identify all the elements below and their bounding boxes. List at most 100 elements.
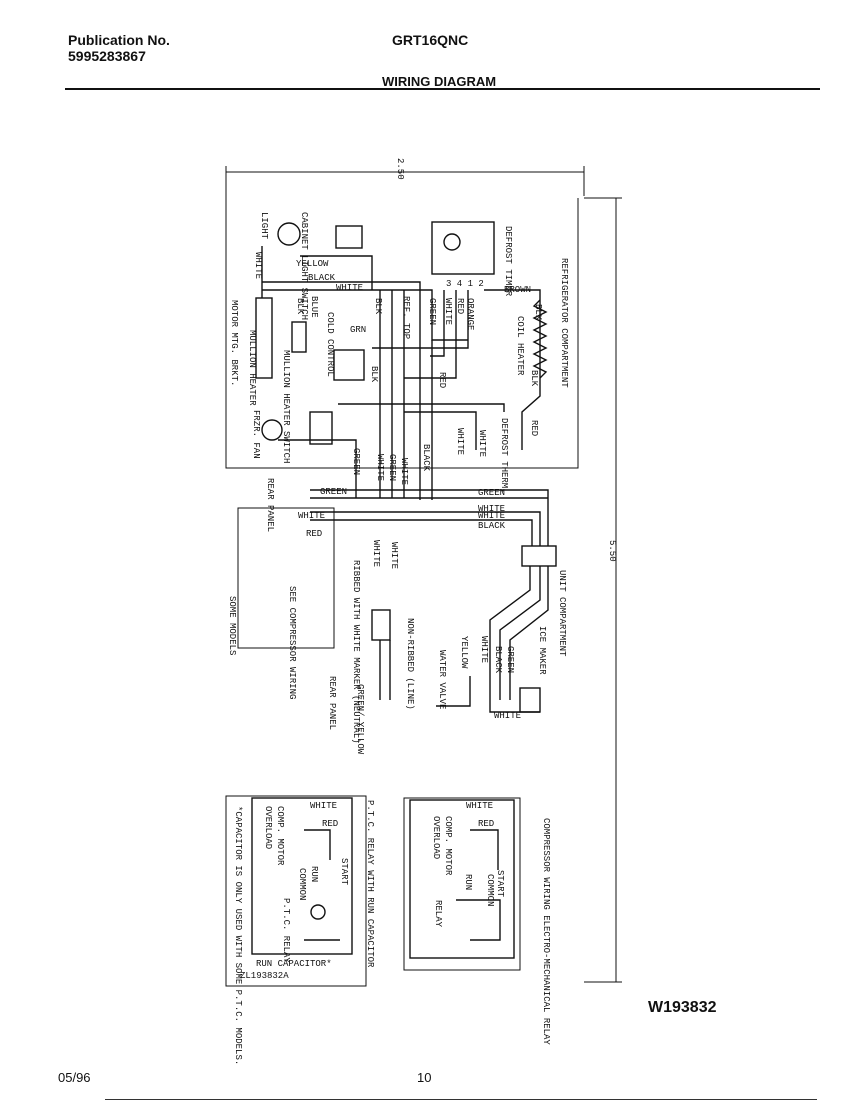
wire-label-yellow-valve: YELLOW: [459, 636, 469, 669]
freezer-fan-icon: [261, 419, 283, 441]
mullion-heater-label: MULLION HEATER: [247, 330, 257, 406]
ribbed-label: RIBBED WITH WHITE MARKER (NEUTRAL): [351, 560, 361, 744]
em-outer-box: [403, 797, 521, 971]
em-title: COMPRESSOR WIRING ELECTRO-MECHANICAL REL…: [541, 818, 551, 1045]
wire-label-red-timer: RED: [455, 298, 465, 314]
wire-label-white-fan-2: WHITE: [399, 458, 409, 485]
ptc-common-label: COMMON: [297, 868, 307, 900]
water-valve-label: WATER VALVE: [437, 650, 447, 709]
wire-label-white-comp: WHITE: [298, 511, 325, 521]
unit-compartment-label: UNIT COMPARTMENT: [557, 570, 567, 657]
cold-control-icon: [333, 349, 365, 381]
drawing-id: W193832: [648, 999, 717, 1016]
wire-label-white-right: WHITE: [477, 430, 487, 457]
ptc-start-label: START: [339, 858, 349, 886]
wire-label-green-fan: GREEN: [351, 448, 361, 475]
mullion-heater-switch-label: MULLION HEATER SWITCH: [281, 350, 291, 463]
wire-label-white-timer: WHITE: [443, 298, 453, 325]
ptc-wire-red: RED: [322, 819, 338, 829]
mullion-heater-switch-icon: [291, 321, 307, 353]
wire-label-blue: BLUE: [309, 296, 319, 318]
em-relay-box: [409, 799, 515, 959]
rear-panel-lower-label: REAR PANEL: [327, 676, 337, 730]
wire-label-red-therm: RED: [529, 420, 539, 436]
motor-mtg-brkt-label: MOTOR MTG. BRKT.: [229, 300, 239, 386]
em-wire-white: WHITE: [466, 801, 493, 811]
green-yellow-label: GREEN/ YELLOW: [355, 684, 365, 755]
wire-label-grn: GRN: [350, 325, 366, 335]
ptc-note: *CAPACITOR IS ONLY USED WITH SOME P.T.C.…: [233, 806, 243, 1065]
publication-number: 5995283867: [68, 48, 146, 64]
frzr-fan-label: FRZR. FAN: [251, 410, 261, 459]
wire-label-white-light: WHITE: [253, 252, 263, 279]
ref-top-label: REF. TOP: [401, 296, 411, 339]
light-bulb-icon: [277, 222, 301, 246]
model-number: GRT16QNC: [392, 32, 469, 48]
wire-label-orange: ORANGE: [465, 298, 475, 330]
em-start-label: START: [495, 870, 505, 898]
mullion-heater-icon: [255, 297, 273, 379]
see-compressor-box: [237, 507, 335, 649]
timer-terminals: 3 4 1 2: [446, 279, 484, 289]
ptc-relay-box: [251, 797, 353, 955]
non-ribbed-label: NON-RIBBED (LINE): [405, 618, 415, 710]
ptc-run-capacitor-label: RUN CAPACITOR*: [256, 959, 332, 969]
em-wire-red: RED: [478, 819, 494, 829]
ptc-drawing-ref: ZL193832A: [240, 971, 289, 981]
defrost-therm-label: DEFROST THERM.: [499, 418, 509, 494]
unit-connector-icon: [521, 545, 557, 567]
defrost-timer-box: [431, 221, 495, 275]
wire-label-white-harness-2: WHITE: [478, 511, 505, 521]
wire-label-blk-left: BLK: [295, 298, 305, 315]
wire-label-red-comp: RED: [306, 529, 322, 539]
wire-label-white-fan: WHITE: [375, 454, 385, 481]
ptc-comp-motor-label: COMP. MOTOR: [275, 806, 285, 866]
refrigerator-compartment-outline: [225, 196, 579, 469]
ptc-title: P.T.C. RELAY WITH RUN CAPACITOR: [365, 800, 375, 968]
wire-label-white-valve: WHITE: [479, 636, 489, 663]
em-comp-motor-label: COMP. MOTOR: [443, 816, 453, 876]
em-overload-label: OVERLOAD: [431, 816, 441, 859]
see-compressor-wiring-label: SEE COMPRESSOR WIRING: [287, 586, 297, 699]
wire-label-black-ice: BLACK: [493, 646, 503, 674]
wire-label-green-ice: GREEN: [505, 646, 515, 673]
water-valve-icon: [436, 676, 471, 707]
wire-label-black: BLACK: [308, 273, 336, 283]
ptc-relay-label: P.T.C. RELAY: [281, 898, 291, 963]
cabinet-light-switch-icon: [335, 225, 363, 249]
wire-label-white-ice: WHITE: [494, 711, 521, 721]
wire-label-blk-coil: BLK: [533, 304, 543, 321]
wire-label-yellow: YELLOW: [296, 259, 329, 269]
wire-label-green-rear: GREEN: [320, 487, 347, 497]
em-run-label: RUN: [463, 874, 473, 890]
ptc-run-label: RUN: [309, 866, 319, 882]
timer-motor-icon: [443, 233, 461, 251]
wire-label-blk-coil-low: BLK: [529, 370, 539, 387]
height-mark: 5.50: [607, 540, 617, 562]
footer-rule: [105, 1099, 817, 1100]
wire-label-green-harness: GREEN: [478, 488, 505, 498]
wire-label-red-mid: RED: [437, 372, 447, 388]
ptc-overload-label: OVERLOAD: [263, 806, 273, 849]
em-relay-label: RELAY: [433, 900, 443, 928]
wire-label-blk-mid: BLK: [369, 366, 379, 383]
ptc-relay-icon: [310, 904, 326, 920]
section-title: WIRING DIAGRAM: [382, 74, 497, 89]
wire-label-black-mid: BLACK: [421, 444, 431, 472]
wire-label-blk-top: BLK: [373, 298, 383, 315]
fan-connector-icon: [309, 411, 333, 445]
wire-label-white-harness: WHITE: [478, 504, 505, 514]
wire-label-green-top: GREEN: [427, 298, 437, 325]
rear-panel-label: REAR PANEL: [265, 478, 275, 532]
light-label: LIGHT: [259, 212, 269, 240]
ice-maker-plug-icon: [519, 687, 541, 713]
em-relay-coil: [456, 829, 501, 941]
refrigerator-compartment-label: REFRIGERATOR COMPARTMENT: [559, 258, 569, 388]
ptc-outer-box: [225, 795, 367, 987]
footer-date: 05/96: [58, 1070, 91, 1085]
wire-label-white-cord: WHITE: [371, 540, 381, 567]
coil-heater-icon: [532, 299, 548, 379]
wire-label-white-cord-2: WHITE: [389, 542, 399, 569]
wire-label-black-harness: BLACK: [478, 521, 506, 531]
coil-heater-label: COIL HEATER: [515, 316, 525, 376]
